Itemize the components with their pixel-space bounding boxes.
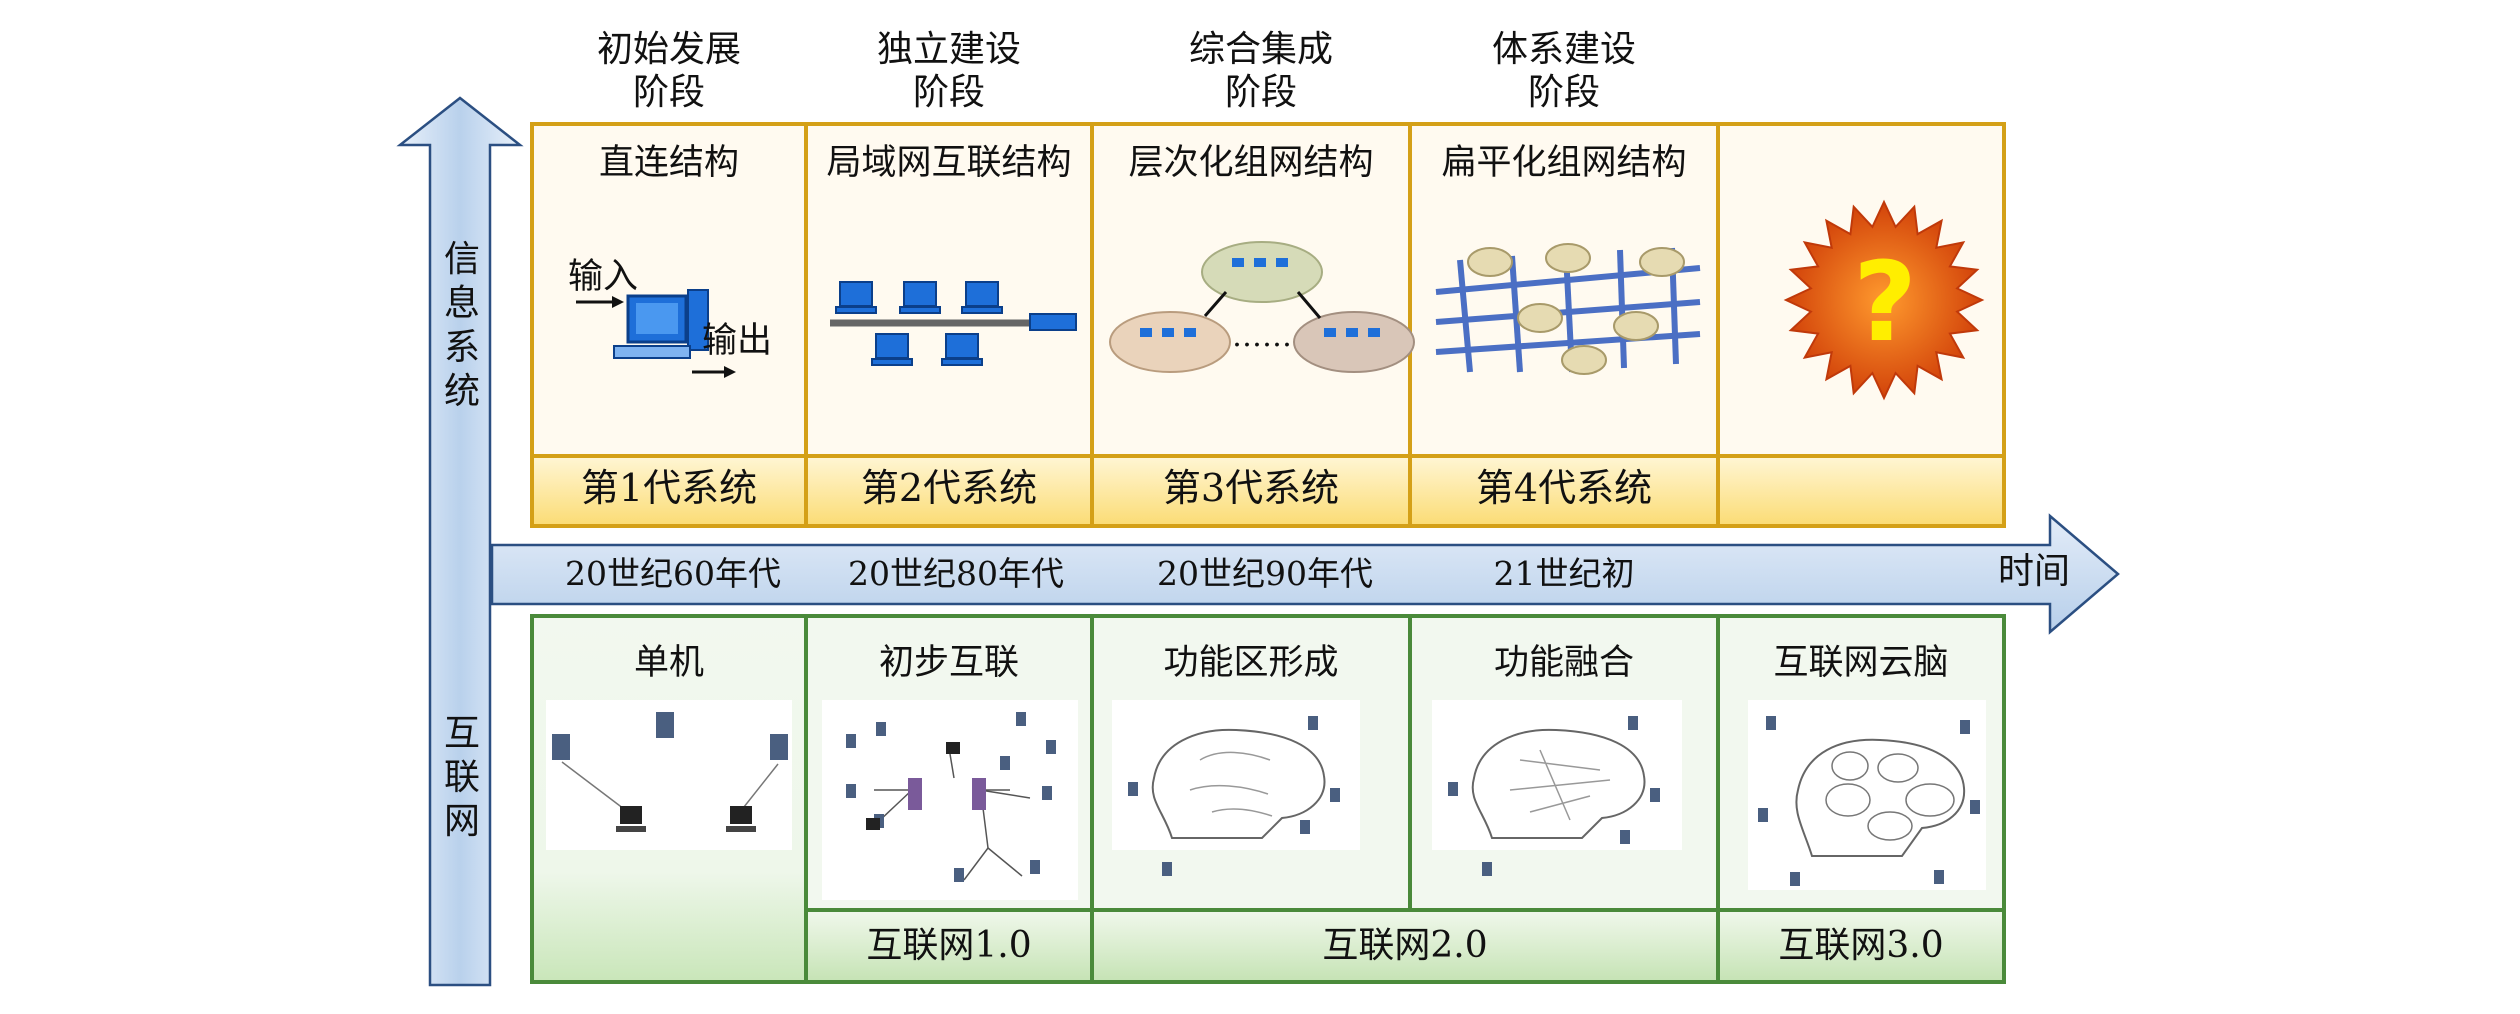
brain-function-areas-icon bbox=[1112, 700, 1360, 876]
stage-2-header: 独立建设阶段 bbox=[876, 29, 1021, 114]
structure-label-flat: 扁平化组网结构 bbox=[1441, 143, 1687, 183]
generation-2-label: 第2代系统 bbox=[860, 466, 1038, 510]
cloud-brain-icon bbox=[1748, 700, 1986, 890]
generation-4-label: 第4代系统 bbox=[1475, 466, 1653, 510]
internet-version-2-label: 互联网2.0 bbox=[1322, 925, 1488, 966]
internet-stage-3-label: 功能区形成 bbox=[1163, 643, 1339, 683]
era-2-label: 20世纪80年代 bbox=[848, 554, 1064, 593]
stage-1-header: 初始发展阶段 bbox=[596, 29, 741, 114]
hierarchical-network-icon: …… bbox=[1109, 241, 1415, 373]
axis-label-internet: 互联网 bbox=[443, 713, 480, 842]
computer-icon bbox=[613, 289, 709, 359]
generation-1-label: 第1代系统 bbox=[580, 466, 758, 510]
svg-text:……: …… bbox=[1232, 319, 1292, 354]
era-3-label: 20世纪90年代 bbox=[1157, 554, 1373, 593]
generation-3-label: 第3代系统 bbox=[1162, 466, 1340, 510]
question-star-icon bbox=[1783, 199, 1985, 401]
era-4-label: 21世纪初 bbox=[1493, 554, 1635, 593]
internet-stage-5-label: 互联网云脑 bbox=[1773, 643, 1949, 683]
vertical-axis-arrow bbox=[396, 96, 524, 987]
internet-version-1-label: 互联网1.0 bbox=[866, 925, 1032, 966]
structure-label-lan: 局域网互联结构 bbox=[826, 143, 1072, 183]
structure-label-hierarchical: 层次化组网结构 bbox=[1128, 143, 1374, 183]
internet-stage-2-label: 初步互联 bbox=[878, 643, 1019, 683]
axis-label-information-system: 信息系统 bbox=[443, 239, 480, 412]
internet-stage-1-label: 单机 bbox=[633, 643, 704, 683]
internet-stage-4-label: 功能融合 bbox=[1493, 643, 1634, 683]
structure-label-direct: 直连结构 bbox=[598, 143, 739, 183]
standalone-computers-icon bbox=[546, 700, 792, 850]
initial-interconnection-icon bbox=[822, 700, 1078, 900]
question-mark: ? bbox=[1853, 238, 1917, 366]
output-label: 输出 bbox=[702, 321, 773, 361]
time-axis-arrow bbox=[490, 513, 2120, 635]
input-label: 输入 bbox=[568, 257, 639, 297]
stage-3-header: 综合集成阶段 bbox=[1188, 29, 1333, 114]
time-axis-label: 时间 bbox=[1998, 551, 2071, 592]
brain-fusion-icon bbox=[1432, 700, 1682, 876]
flat-network-icon bbox=[1435, 247, 1701, 373]
lan-computers-icon bbox=[835, 281, 1003, 366]
stage-4-header: 体系建设阶段 bbox=[1491, 29, 1636, 114]
internet-version-3-label: 互联网3.0 bbox=[1778, 925, 1944, 966]
era-1-label: 20世纪60年代 bbox=[565, 554, 781, 593]
